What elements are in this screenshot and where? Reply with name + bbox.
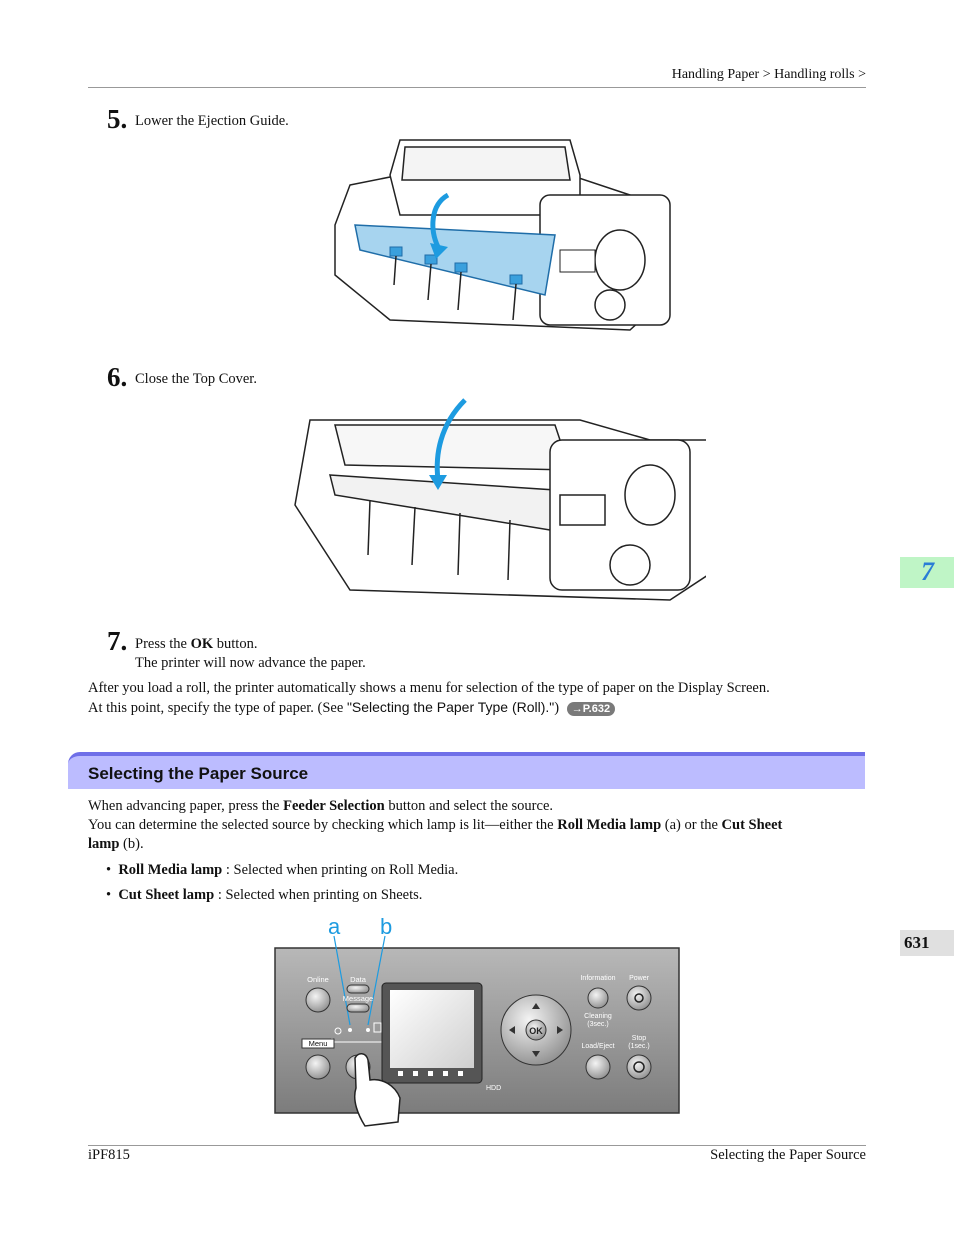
page-number-tab: 631: [900, 930, 954, 956]
callout-a: a: [328, 914, 341, 939]
header-divider: [88, 87, 866, 88]
message-label: Message: [343, 994, 373, 1003]
page-ref-badge[interactable]: →P.632: [566, 702, 616, 716]
cut-sheet-lamp: [366, 1028, 370, 1032]
roll-media-icon: [334, 1027, 342, 1035]
footer-divider: [88, 1145, 866, 1146]
load-eject-button[interactable]: [585, 1054, 611, 1080]
step-7-subtext: The printer will now advance the paper.: [135, 655, 366, 671]
arrow-down-icon: [430, 192, 450, 249]
power-label: Power: [629, 975, 650, 982]
stop-sub-label: (1sec.): [628, 1043, 649, 1050]
section-title: Selecting the Paper Source: [88, 764, 309, 783]
paper-type-link[interactable]: "Selecting the Paper Type (Roll).": [346, 699, 555, 715]
footer-section: Selecting the Paper Source: [710, 1147, 866, 1163]
stop-icon: [633, 1061, 645, 1073]
cleaning-sub-label: (3sec.): [587, 1021, 608, 1028]
load-eject-label: Load/Eject: [581, 1043, 614, 1050]
hand-pointer-icon: [353, 1053, 401, 1127]
information-label: Information: [580, 975, 615, 982]
menu-label: Menu: [309, 1039, 328, 1048]
arrow-left-icon: [509, 1026, 515, 1034]
section-header-bar: [68, 752, 865, 789]
menu-button[interactable]: [305, 1054, 331, 1080]
step-5-number: 5.: [107, 104, 128, 134]
footer-model: iPF815: [88, 1147, 130, 1163]
arrow-right-icon: [557, 1026, 563, 1034]
breadcrumb[interactable]: Handling Paper > Handling rolls >: [671, 67, 866, 82]
hdd-label: HDD: [486, 1085, 501, 1092]
control-panel-illustration: a b Online Data Message Menu HDD OK Info…: [274, 914, 680, 1127]
ejection-guide: [354, 224, 556, 296]
cleaning-label: Cleaning: [584, 1013, 612, 1020]
information-button[interactable]: [587, 987, 609, 1009]
section-paragraph-2: You can determine the selected source by…: [88, 817, 783, 833]
ok-label: OK: [529, 1026, 543, 1036]
cut-sheet-icon: [373, 1022, 382, 1033]
paper-type-reference: At this point, specify the type of paper…: [88, 699, 616, 717]
step-6-number: 6.: [107, 362, 128, 392]
online-button[interactable]: [305, 987, 331, 1013]
power-icon: [634, 993, 644, 1003]
online-label: Online: [307, 975, 329, 984]
section-paragraph-1: When advancing paper, press the Feeder S…: [88, 798, 554, 814]
bullet-cut-sheet: • Cut Sheet lamp : Selected when printin…: [106, 887, 423, 903]
step-7-text: Press the OK button.: [135, 636, 258, 652]
bullet-roll-media: • Roll Media lamp : Selected when printi…: [106, 862, 459, 878]
step-6-text: Close the Top Cover.: [135, 371, 257, 387]
arrow-down-icon: [434, 398, 467, 481]
printer-ejection-guide-illustration: [334, 139, 671, 331]
callout-b: b: [380, 914, 392, 939]
menu-label-bg: [301, 1038, 335, 1049]
printer-top-cover-illustration: [294, 398, 706, 601]
chapter-tab[interactable]: 7: [900, 557, 954, 588]
display-screen: [390, 990, 474, 1068]
roll-media-lamp: [348, 1028, 352, 1032]
step-5-text: Lower the Ejection Guide.: [135, 113, 289, 129]
arrow-up-icon: [532, 1003, 540, 1009]
arrow-down-icon: [532, 1051, 540, 1057]
after-load-text: After you load a roll, the printer autom…: [88, 680, 770, 696]
stop-button[interactable]: [626, 1054, 652, 1080]
stop-label: Stop: [632, 1035, 647, 1042]
data-label: Data: [350, 975, 367, 984]
section-paragraph-3: lamp (b).: [88, 836, 144, 852]
step-7-number: 7.: [107, 626, 128, 656]
power-button[interactable]: [626, 985, 652, 1011]
ok-button[interactable]: [525, 1019, 547, 1041]
